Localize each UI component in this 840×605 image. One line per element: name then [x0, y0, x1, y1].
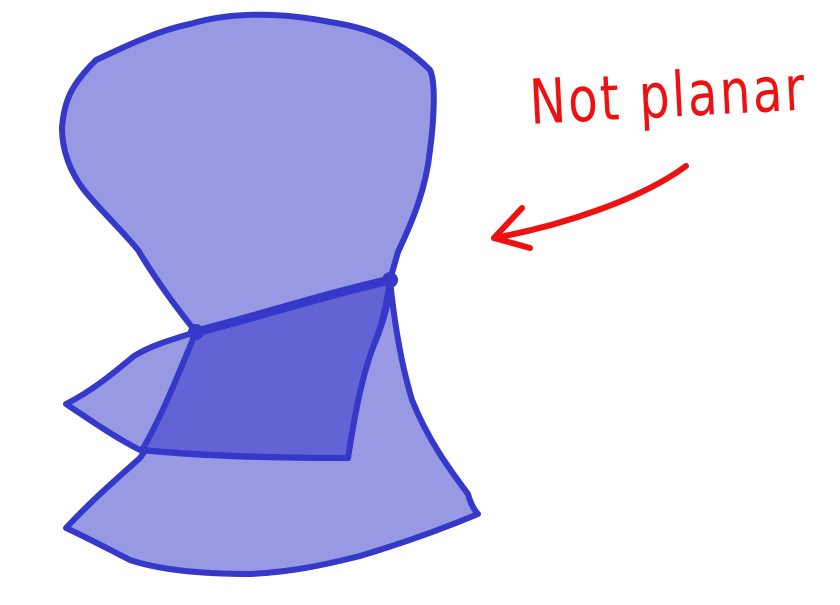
intersection-edge [191, 275, 395, 337]
not-planar-annotation: Not planar [527, 51, 809, 139]
right-vertex [382, 272, 398, 288]
upper-lobe [59, 11, 437, 335]
left-vertex [188, 324, 204, 340]
arrow-head [491, 205, 533, 251]
arrow-shaft [491, 163, 689, 241]
overlap-region [139, 277, 393, 461]
